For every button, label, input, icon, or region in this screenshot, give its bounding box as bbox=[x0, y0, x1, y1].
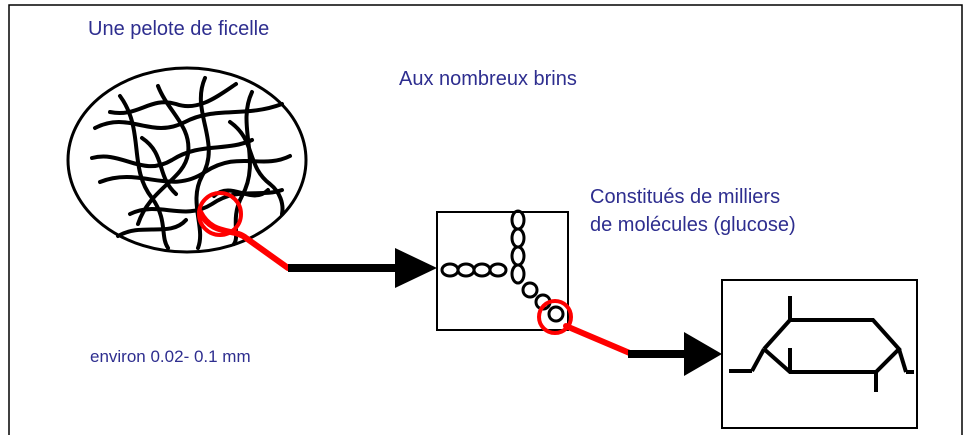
label-molecules: Constitués de milliers de molécules (glu… bbox=[590, 183, 796, 239]
strand-chain bbox=[440, 209, 565, 323]
string-ball bbox=[66, 66, 308, 271]
strand-highlight-circle bbox=[537, 299, 573, 335]
label-ball-of-string: Une pelote de ficelle bbox=[88, 18, 270, 40]
glucose-ring bbox=[729, 296, 914, 392]
arrow-strand-to-molecule bbox=[628, 332, 722, 376]
strand-highlight-line bbox=[563, 323, 635, 357]
label-strands: Aux nombreux brins bbox=[399, 68, 577, 90]
label-size: environ 0.02- 0.1 mm bbox=[90, 347, 251, 366]
strand-box-frame bbox=[436, 211, 569, 331]
strand-box bbox=[436, 209, 635, 357]
outer-frame bbox=[8, 4, 963, 435]
molecule-box bbox=[721, 279, 918, 429]
ball-strands bbox=[90, 76, 292, 250]
ball-outline bbox=[66, 66, 308, 254]
label-molecules-line1: Constitués de milliers bbox=[590, 186, 781, 208]
label-molecules-line2: de molécules (glucose) bbox=[590, 214, 796, 236]
ball-highlight-strand bbox=[197, 209, 291, 271]
molecule-box-frame bbox=[721, 279, 918, 429]
arrow-ball-to-strand bbox=[288, 248, 437, 288]
